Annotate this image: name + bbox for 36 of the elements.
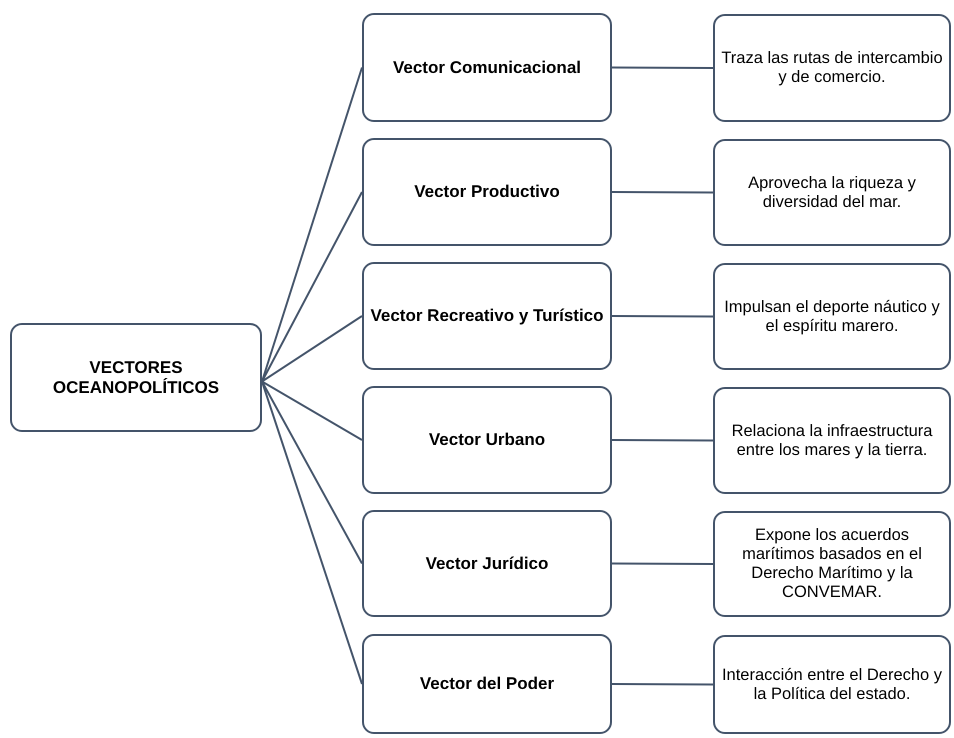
connector-line (612, 439, 713, 442)
root-title: VECTORES OCEANOPOLÍTICOS (52, 358, 220, 398)
category-box (362, 510, 612, 617)
category-title: Vector Urbano (428, 430, 546, 450)
connector-line (612, 315, 713, 318)
description-box (713, 139, 951, 246)
connector-line (612, 562, 713, 565)
category-box (362, 138, 612, 246)
connector-line (612, 66, 713, 69)
category-title: Vector Recreativo y Turístico (370, 306, 604, 326)
connector-line (261, 381, 363, 564)
description-box (713, 635, 951, 734)
connector-line (612, 683, 713, 686)
description-text: Traza las rutas de intercambio y de comercio. (721, 49, 943, 87)
category-title: Vector Comunicacional (393, 58, 581, 78)
category-box (362, 262, 612, 370)
description-box (713, 387, 951, 494)
category-box (362, 13, 612, 122)
description-text: Expone los acuerdos marítimos basados en el Derecho Marítimo y la CONVEMAR. (741, 526, 923, 602)
connector-line (261, 192, 363, 382)
connector-line (261, 315, 363, 382)
description-box (713, 511, 951, 617)
category-title: Vector Productivo (414, 182, 560, 202)
category-title: Vector Jurídico (426, 554, 548, 574)
category-box (362, 634, 612, 734)
description-text: Impulsan el deporte náutico y el espíritu marero. (723, 298, 941, 336)
connector-line (612, 191, 713, 194)
category-title: Vector del Poder (420, 674, 554, 694)
description-text: Aprovecha la riqueza y diversidad del mar. (747, 174, 917, 212)
description-box (713, 14, 951, 122)
connector-line (262, 380, 362, 441)
description-box (713, 263, 951, 370)
category-box (362, 386, 612, 494)
description-text: Interacción entre el Derecho y la Política del estado. (721, 666, 943, 704)
root-box (10, 323, 262, 432)
description-text: Relaciona la infraestructura entre los mares y la tierra. (730, 422, 934, 460)
